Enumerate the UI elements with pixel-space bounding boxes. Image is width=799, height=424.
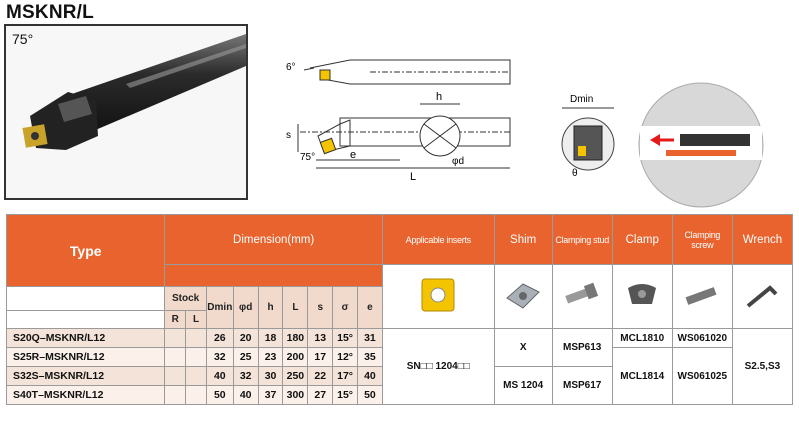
row-h: 30 <box>257 366 284 386</box>
row-L: 300 <box>282 385 309 405</box>
row-e: 40 <box>356 366 383 386</box>
header-clamping-stud: Clamping stud <box>551 214 613 265</box>
header-wrench: Wrench <box>731 214 794 265</box>
header-type: Type <box>5 214 166 287</box>
technical-drawing: 6° s 75° e L h φd <box>280 40 520 195</box>
screw-image <box>671 264 733 329</box>
col-r: R <box>164 310 187 329</box>
col-l: L <box>185 310 207 329</box>
stud-image <box>551 264 613 329</box>
angle-side-label: 75° <box>300 152 315 163</box>
row-d: 32 <box>232 366 259 386</box>
s-label: s <box>286 130 291 141</box>
row-L: 180 <box>282 328 309 348</box>
screw-code-1: WS061020 <box>671 328 733 348</box>
row-type: S20Q–MSKNR/L12 <box>5 328 166 348</box>
product-photo: 75° <box>4 24 248 200</box>
L-label: L <box>410 171 416 183</box>
row-dmin: 50 <box>205 385 234 405</box>
col-s: s <box>307 286 334 329</box>
spec-table: Type Dimension(mm) Applicable inserts Sh… <box>5 214 794 405</box>
table-row: S20Q–MSKNR/L12 26 20 18 180 13 15° 31 SN… <box>5 328 794 405</box>
clamp-image <box>611 264 673 329</box>
stock-label: Stock <box>164 286 207 311</box>
row-L: 200 <box>282 347 309 367</box>
row-type: S40T–MSKNR/L12 <box>5 385 166 405</box>
row-s: 22 <box>307 366 334 386</box>
table-row: S32S–MSKNR/L12 40 32 30 250 22 17° 40 MS… <box>5 366 793 405</box>
row-dmin: 40 <box>205 366 234 386</box>
wrench-image <box>731 264 794 329</box>
stud-code-2: MSP617 <box>551 366 613 405</box>
row-L: 250 <box>282 366 309 386</box>
header-dimension: Dimension(mm) <box>164 214 383 265</box>
shim-code-1: X <box>493 328 553 367</box>
row-theta: 17° <box>332 366 358 386</box>
row-d: 40 <box>232 385 259 405</box>
row-d: 20 <box>232 328 259 348</box>
e-label: e <box>350 149 356 161</box>
dmin-label: Dmin <box>570 94 593 105</box>
header-shim: Shim <box>493 214 553 265</box>
row-theta: 15° <box>332 385 358 405</box>
row-type: S25R–MSKNR/L12 <box>5 347 166 367</box>
angle-top-label: 6° <box>286 62 296 73</box>
shim-code-2: MS 1204 <box>493 366 553 405</box>
col-h: h <box>257 286 284 329</box>
shim-image <box>493 264 553 329</box>
header-clamp: Clamp <box>611 214 673 265</box>
row-s: 17 <box>307 347 334 367</box>
h-label: h <box>436 91 442 103</box>
dmin-drawing: Dmin θ <box>548 86 628 191</box>
header-clamping-screw: Clamping screw <box>671 214 733 265</box>
row-h: 23 <box>257 347 284 367</box>
col-theta: σ <box>332 286 358 329</box>
boring-illustration <box>636 80 766 215</box>
insert-image <box>381 264 495 329</box>
col-dmin: Dmin <box>205 286 234 329</box>
col-e: e <box>356 286 383 329</box>
stud-code-1: MSP613 <box>551 328 613 367</box>
row-dmin: 26 <box>205 328 234 348</box>
row-e: 31 <box>356 328 383 348</box>
row-theta: 12° <box>332 347 358 367</box>
row-dmin: 32 <box>205 347 234 367</box>
page-title: MSKNR/L <box>6 2 94 23</box>
theta-label: θ <box>572 168 578 179</box>
clamp-code-1: MCL1810 <box>611 328 673 348</box>
wrench-code: S2.5,S3 <box>731 328 794 405</box>
row-type: S32S–MSKNR/L12 <box>5 366 166 386</box>
row-e: 50 <box>356 385 383 405</box>
row-h: 37 <box>257 385 284 405</box>
screw-code-2: WS061025 <box>671 347 733 405</box>
header-inserts: Applicable inserts <box>381 214 495 265</box>
phid-label: φd <box>452 156 464 167</box>
col-phid: φd <box>232 286 259 329</box>
col-L: L <box>282 286 309 329</box>
row-s: 13 <box>307 328 334 348</box>
insert-code: SN□□ 1204□□ <box>381 328 495 405</box>
photo-angle-label: 75° <box>12 31 34 47</box>
row-h: 18 <box>257 328 284 348</box>
row-theta: 15° <box>332 328 358 348</box>
boring-bar-image <box>22 34 246 150</box>
clamp-code-2: MCL1814 <box>611 347 673 405</box>
row-d: 25 <box>232 347 259 367</box>
row-s: 27 <box>307 385 334 405</box>
row-e: 35 <box>356 347 383 367</box>
